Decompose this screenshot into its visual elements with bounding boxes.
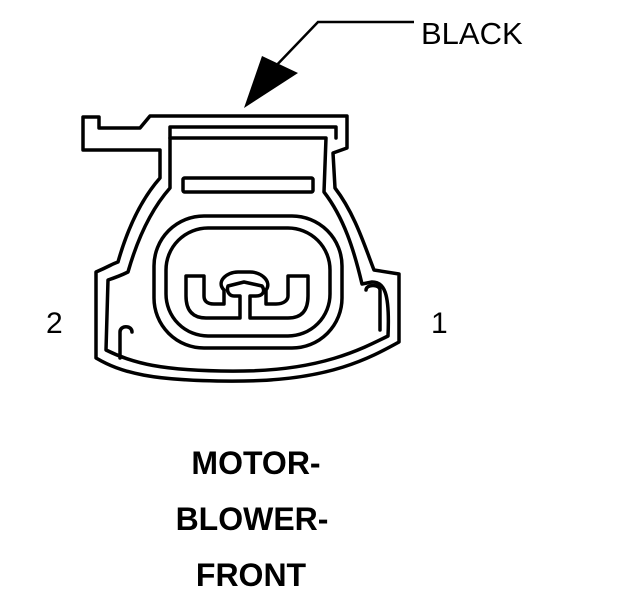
pin-label-right: 1: [431, 307, 448, 340]
pin-label-left: 2: [46, 307, 63, 340]
connector-title-line-3: FRONT: [196, 557, 307, 593]
right-lock-tab: [364, 283, 382, 332]
terminal-key: [184, 270, 310, 320]
left-lock-tab: [118, 325, 134, 360]
callout-leader: [244, 20, 414, 108]
terminal-cavity-inner: [164, 226, 332, 338]
top-cap-band: [168, 125, 338, 140]
housing-inner-outline: [104, 136, 391, 373]
latch-bar: [181, 176, 315, 194]
terminal-cavity-outer: [152, 214, 344, 350]
connector-title-line-1: MOTOR-: [191, 445, 320, 481]
connector-title-line-2: BLOWER-: [176, 501, 329, 537]
housing-outer-outline: [81, 114, 401, 383]
connector-body: [81, 114, 401, 383]
callout-arrowhead: [244, 56, 298, 108]
wire-color-label: BLACK: [421, 16, 523, 51]
